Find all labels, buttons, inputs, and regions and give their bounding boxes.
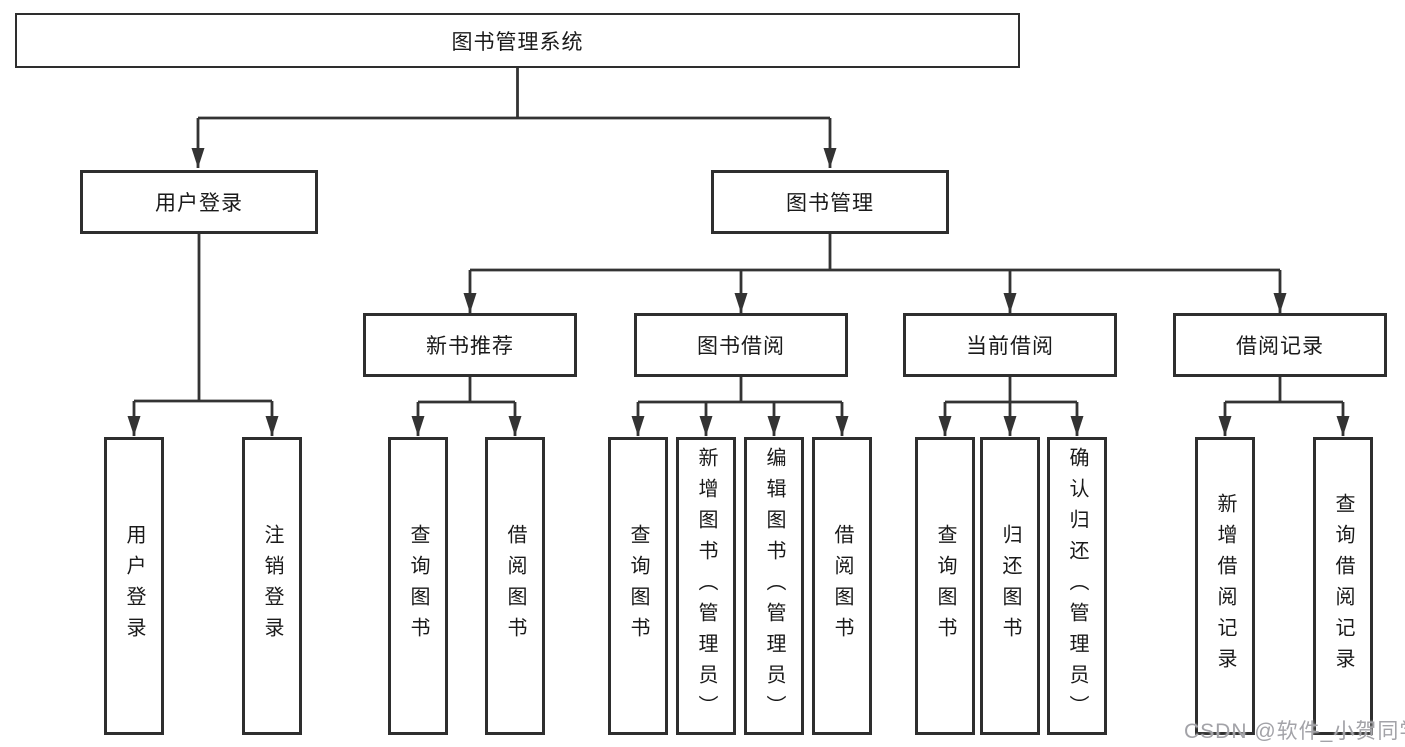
csdn-watermark: CSDN @软件_小贺同学 — [1184, 720, 1405, 743]
connector-newbooks-to-leaves — [416, 377, 517, 436]
node-root-label: 图书管理系统 — [451, 30, 584, 54]
leaf-borrowing-edit-books-admin-label: 编辑图书（管理员） — [763, 446, 785, 726]
arrowhead — [1070, 416, 1084, 436]
arrowhead — [508, 416, 522, 436]
connector-records-to-leaves — [1223, 377, 1345, 436]
node-new-book-recommend: 新书推荐 — [363, 313, 577, 377]
arrowhead — [1003, 293, 1017, 313]
arrowhead — [699, 416, 713, 436]
leaf-borrowing-query-books-label: 查询图书 — [627, 524, 649, 648]
connector-borrowing-to-leaves — [636, 377, 844, 436]
leaf-current-confirm-return-admin: 确认归还（管理员） — [1047, 437, 1107, 735]
node-book-borrowing: 图书借阅 — [634, 313, 848, 377]
leaf-borrowing-borrow-books: 借阅图书 — [812, 437, 872, 735]
leaf-current-return-books: 归还图书 — [980, 437, 1040, 735]
leaf-records-query-record: 查询借阅记录 — [1313, 437, 1373, 735]
arrowhead — [631, 416, 645, 436]
leaf-current-query-books-label: 查询图书 — [934, 524, 956, 648]
arrowhead — [1218, 416, 1232, 436]
leaf-logout-label: 注销登录 — [261, 524, 283, 648]
leaf-newbooks-borrow-books-label: 借阅图书 — [504, 524, 526, 648]
node-current-borrowing: 当前借阅 — [903, 313, 1117, 377]
leaf-records-query-record-label: 查询借阅记录 — [1332, 493, 1354, 679]
arrowhead — [1336, 416, 1350, 436]
arrowhead — [1003, 416, 1017, 436]
node-user-login-label: 用户登录 — [155, 192, 243, 215]
node-book-management-label: 图书管理 — [786, 192, 874, 215]
arrowhead — [767, 416, 781, 436]
leaf-newbooks-query-books: 查询图书 — [388, 437, 448, 735]
arrowhead — [1273, 293, 1287, 313]
node-borrow-records-label: 借阅记录 — [1236, 335, 1324, 358]
leaf-logout: 注销登录 — [242, 437, 302, 735]
leaf-current-query-books: 查询图书 — [915, 437, 975, 735]
arrowhead — [191, 148, 205, 168]
node-book-management: 图书管理 — [711, 170, 949, 234]
leaf-newbooks-borrow-books: 借阅图书 — [485, 437, 545, 735]
node-current-borrowing-label: 当前借阅 — [966, 335, 1054, 358]
arrowhead — [734, 293, 748, 313]
node-new-book-recommend-label: 新书推荐 — [426, 335, 514, 358]
node-book-borrowing-label: 图书借阅 — [697, 335, 785, 358]
leaf-records-add-record: 新增借阅记录 — [1195, 437, 1255, 735]
node-user-login: 用户登录 — [80, 170, 318, 234]
arrowhead — [127, 416, 141, 436]
leaf-user-login: 用户登录 — [104, 437, 164, 735]
leaf-current-return-books-label: 归还图书 — [999, 524, 1021, 648]
leaf-borrowing-add-books-admin: 新增图书（管理员） — [676, 437, 736, 735]
arrowhead — [938, 416, 952, 436]
connector-root-to-level2 — [196, 68, 832, 168]
arrowhead — [835, 416, 849, 436]
node-root: 图书管理系统 — [15, 13, 1020, 68]
leaf-current-confirm-return-admin-label: 确认归还（管理员） — [1066, 446, 1088, 726]
leaf-newbooks-query-books-label: 查询图书 — [407, 524, 429, 648]
connector-bookmgmt-to-level3 — [468, 234, 1282, 313]
arrowhead — [823, 148, 837, 168]
leaf-borrowing-borrow-books-label: 借阅图书 — [831, 524, 853, 648]
leaf-borrowing-query-books: 查询图书 — [608, 437, 668, 735]
arrowhead — [463, 293, 477, 313]
node-borrow-records: 借阅记录 — [1173, 313, 1387, 377]
leaf-borrowing-add-books-admin-label: 新增图书（管理员） — [695, 446, 717, 726]
connector-userlogin-to-leaves — [132, 234, 274, 436]
arrowhead — [265, 416, 279, 436]
leaf-user-login-label: 用户登录 — [123, 524, 145, 648]
leaf-borrowing-edit-books-admin: 编辑图书（管理员） — [744, 437, 804, 735]
leaf-records-add-record-label: 新增借阅记录 — [1214, 493, 1236, 679]
arrowhead — [411, 416, 425, 436]
